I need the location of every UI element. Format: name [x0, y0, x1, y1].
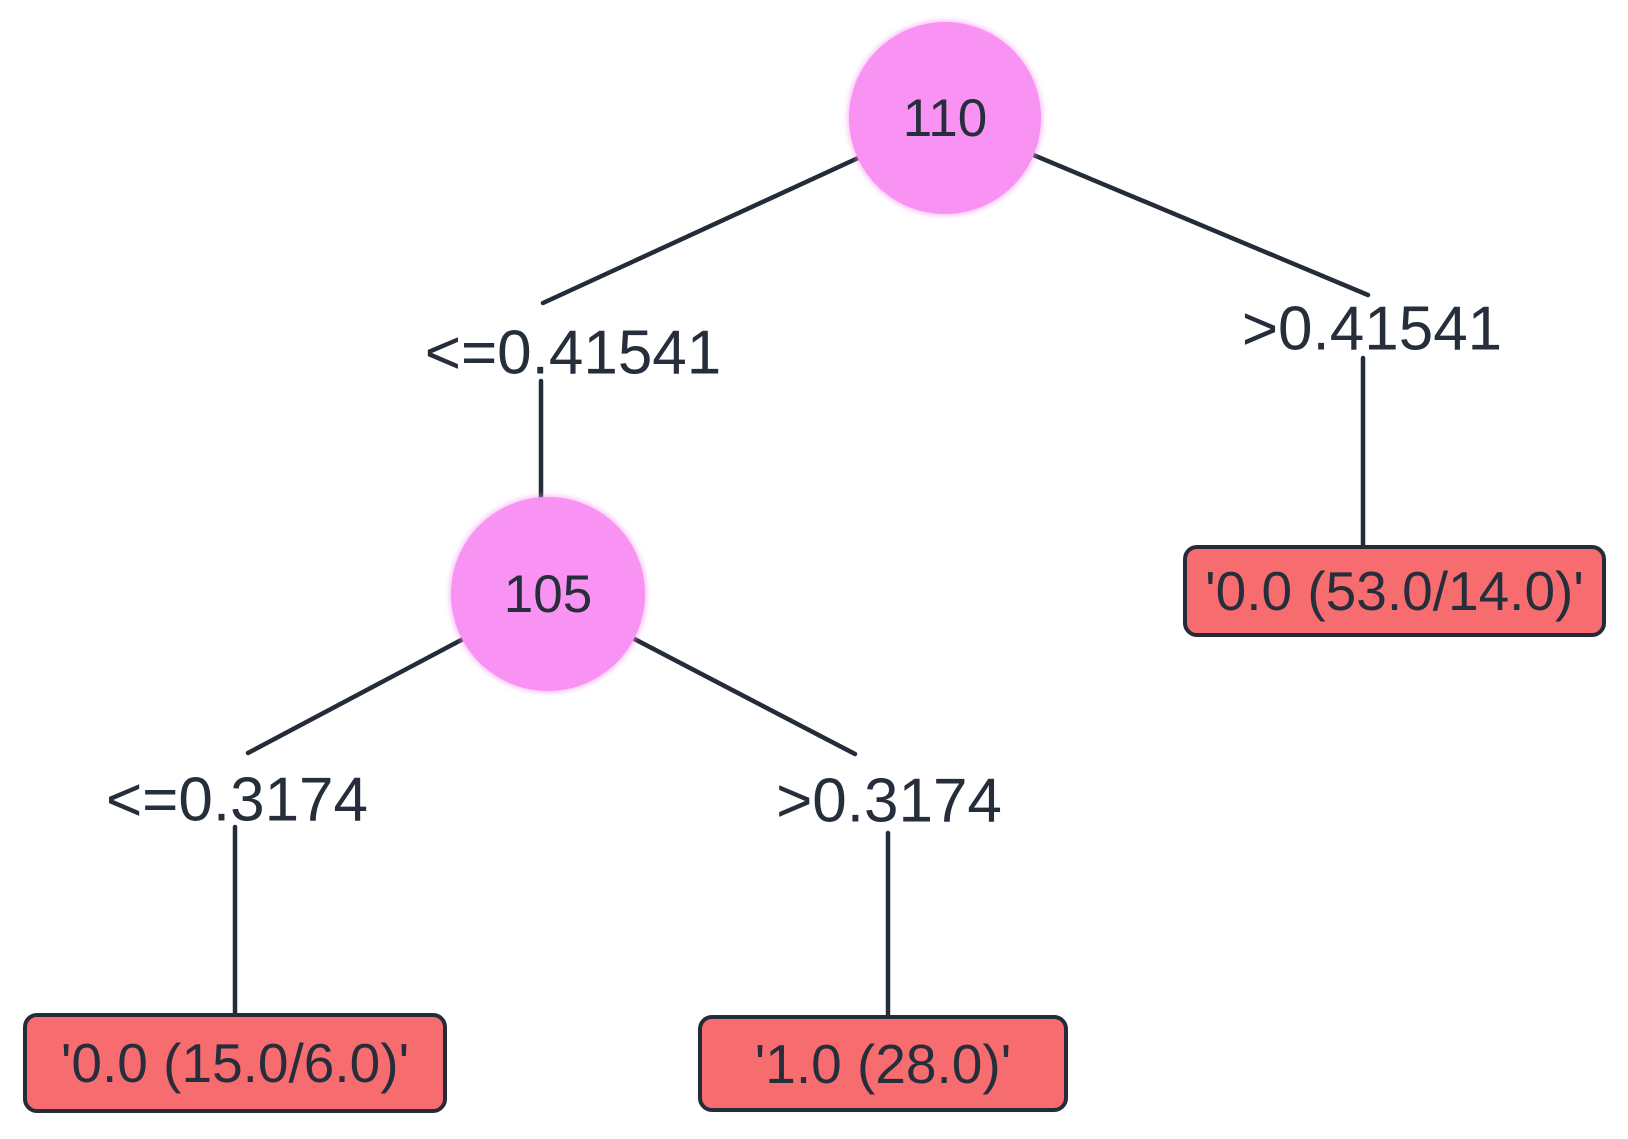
- tree-node-internal-label: 105: [503, 564, 593, 624]
- edge-label-internal-left: <=0.3174: [105, 765, 369, 835]
- leaf-node-bottom-middle-label: '1.0 (28.0)': [754, 1032, 1012, 1095]
- tree-node-root-label: 110: [902, 88, 988, 148]
- tree-node-internal[interactable]: 105: [451, 497, 645, 691]
- edge-label-root-right: >0.41541: [1241, 294, 1503, 364]
- tree-node-root[interactable]: 110: [849, 22, 1041, 214]
- leaf-node-right-label: '0.0 (53.0/14.0)': [1205, 560, 1584, 622]
- edge-label-internal-right: >0.3174: [776, 766, 1002, 836]
- leaf-node-bottom-middle[interactable]: '1.0 (28.0)': [698, 1015, 1068, 1112]
- leaf-node-right[interactable]: '0.0 (53.0/14.0)': [1183, 545, 1606, 637]
- leaf-node-bottom-left[interactable]: '0.0 (15.0/6.0)': [23, 1013, 447, 1113]
- edge-label-root-left: <=0.41541: [424, 318, 722, 388]
- leaf-node-bottom-left-label: '0.0 (15.0/6.0)': [60, 1032, 410, 1094]
